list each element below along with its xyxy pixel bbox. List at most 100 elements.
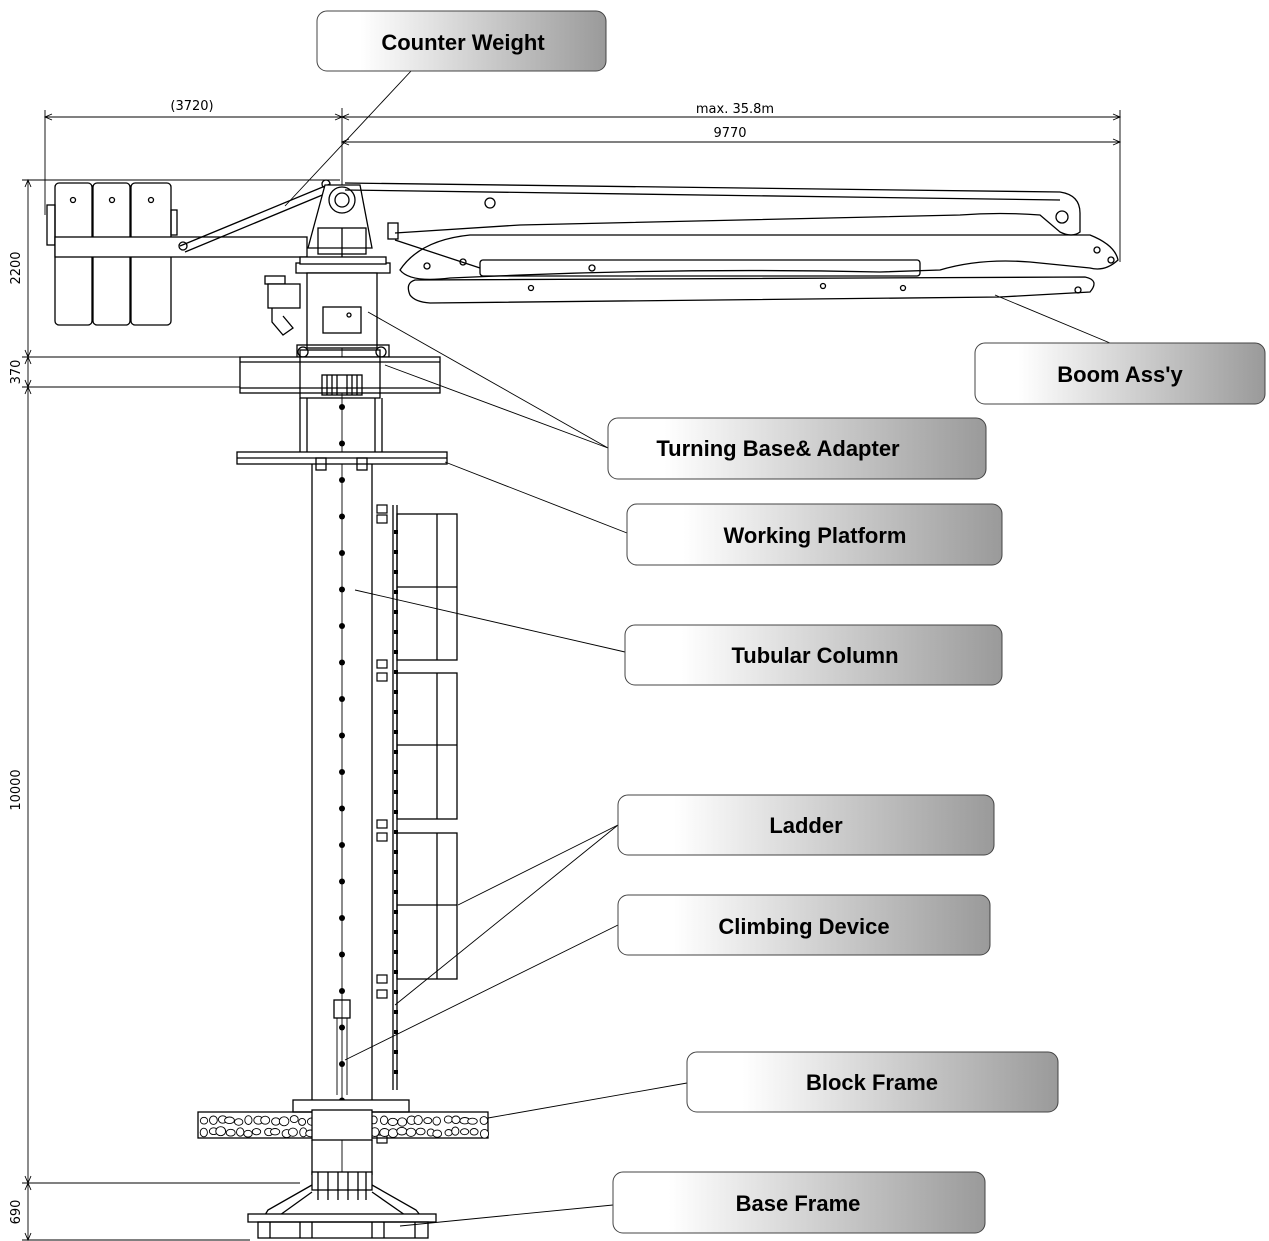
gravel-stone — [396, 1126, 408, 1136]
gravel-stone — [467, 1117, 478, 1125]
gravel-stone — [444, 1129, 453, 1137]
ladder-bracket — [376, 672, 388, 682]
ladder-rung — [394, 530, 398, 534]
ladder-rung — [394, 830, 398, 834]
dimension-texts: (3720) max. 35.8m 9770 2200 370 10000 69… — [9, 99, 774, 1224]
gravel-stone — [225, 1128, 236, 1137]
gravel-stone — [451, 1126, 460, 1136]
ladder-rung — [394, 970, 398, 974]
gravel-stone — [443, 1115, 453, 1124]
counterweight-blocks — [46, 179, 333, 326]
leader-lines — [284, 69, 1111, 1227]
ladder-bracket — [376, 989, 388, 999]
gravel-stone — [479, 1128, 490, 1139]
ladder-rung — [394, 870, 398, 874]
gravel-stone — [215, 1126, 227, 1137]
ladder-rung — [394, 570, 398, 574]
callout-label: Block Frame — [806, 1070, 938, 1095]
gravel-stone — [460, 1128, 470, 1136]
ladder-rung — [394, 910, 398, 914]
gravel-stone — [387, 1117, 399, 1126]
column-bolt — [339, 513, 345, 520]
ladder-rung — [394, 610, 398, 614]
ladder-rung — [394, 1070, 398, 1074]
dim-base-height: 690 — [9, 1200, 24, 1225]
callout-label: Counter Weight — [381, 30, 545, 55]
ladder-rung — [394, 950, 398, 954]
dim-boom-reach: 9770 — [713, 126, 746, 141]
callout-label: Working Platform — [724, 523, 907, 548]
ladder-rung — [394, 1050, 398, 1054]
ladder-rung — [394, 710, 398, 714]
column-bolt — [339, 915, 345, 921]
column-bolt — [339, 805, 345, 812]
callout-label: Boom Ass'y — [1057, 362, 1183, 387]
column-bolt — [339, 659, 345, 666]
gravel-stone — [224, 1116, 235, 1125]
gravel-stone — [387, 1128, 399, 1138]
callout-label: Ladder — [769, 813, 843, 838]
column-bolt — [339, 440, 345, 447]
block-frame-drawing — [197, 1099, 490, 1175]
gravel-stone — [236, 1127, 245, 1137]
callout-counter-weight: Counter Weight — [316, 10, 607, 72]
column-bolt — [339, 951, 345, 958]
gravel-stone — [298, 1117, 307, 1126]
column-bolt — [339, 878, 345, 885]
ladder-bracket — [376, 504, 388, 514]
column-bolt — [339, 1024, 345, 1031]
ladder-bracket — [376, 659, 388, 669]
gravel-stone — [423, 1117, 433, 1125]
dim-adapter-height: 370 — [9, 360, 24, 385]
column-bolt — [339, 586, 345, 593]
ladder-rung — [394, 810, 398, 814]
gravel-stone — [289, 1115, 299, 1124]
working-platform-drawing — [236, 451, 448, 471]
gravel-stone — [244, 1115, 253, 1125]
callout-base-frame: Base Frame — [612, 1171, 986, 1234]
gravel-stone — [413, 1115, 423, 1126]
boom-assembly — [344, 182, 1119, 304]
callout-turning-base-adapter: Turning Base& Adapter — [607, 417, 987, 480]
gravel-stone — [397, 1117, 408, 1127]
dim-head-height: 2200 — [9, 251, 24, 284]
gravel-stone — [270, 1128, 281, 1136]
gravel-stone — [271, 1117, 281, 1126]
callout-ladder: Ladder — [617, 794, 995, 856]
ladder-rung — [394, 930, 398, 934]
dim-counterweight-reach: (3720) — [170, 99, 213, 114]
base-frame-drawing — [247, 1171, 437, 1239]
ladder-rung — [394, 690, 398, 694]
gravel-stone — [379, 1115, 389, 1126]
ladder-bracket — [376, 514, 388, 524]
gravel-stone — [415, 1127, 426, 1136]
gravel-stone — [260, 1115, 271, 1125]
column-bolt — [339, 732, 345, 739]
callout-label: Tubular Column — [731, 643, 898, 668]
gravel-stone — [469, 1128, 479, 1136]
callout-tubular-column: Tubular Column — [624, 624, 1003, 686]
ladder-rung — [394, 730, 398, 734]
column-bolt — [339, 404, 345, 410]
ladder-rung — [394, 650, 398, 654]
gravel-stone — [479, 1116, 489, 1125]
column-bolt — [339, 623, 345, 629]
gravel-stone — [199, 1116, 209, 1125]
ladder-rung — [394, 1030, 398, 1034]
gravel-stone — [287, 1127, 298, 1137]
gravel-stone — [432, 1116, 441, 1126]
column-bolt — [339, 477, 345, 483]
gravel-stone — [278, 1116, 290, 1127]
turning-base — [239, 349, 441, 460]
column-bolt — [339, 769, 345, 775]
ladder-rung — [394, 770, 398, 774]
ladder-rung — [394, 850, 398, 854]
column-bolt — [339, 1061, 345, 1067]
gravel-stone — [234, 1118, 244, 1126]
gravel-stone — [199, 1127, 208, 1138]
ladder-rung — [394, 750, 398, 754]
ladder-bracket — [376, 832, 388, 842]
ladder-rung — [394, 550, 398, 554]
callout-label: Base Frame — [736, 1191, 861, 1216]
